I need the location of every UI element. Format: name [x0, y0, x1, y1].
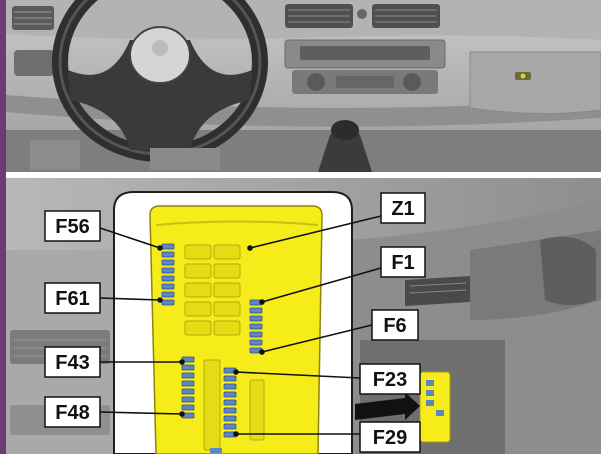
callout-f6: F6 [371, 309, 419, 341]
label-f48: F48 [55, 402, 89, 424]
label-f1: F1 [391, 252, 414, 274]
callout-f23: F23 [359, 363, 421, 395]
callout-f56: F56 [44, 210, 101, 242]
dashboard-view [6, 0, 601, 172]
fuse-box-small [419, 371, 451, 443]
location-arrow [355, 392, 420, 420]
leader-lines [99, 215, 382, 437]
label-f43: F43 [55, 352, 89, 374]
glovebox [469, 51, 601, 115]
gear-shifter [318, 120, 372, 172]
label-f6: F6 [383, 315, 406, 337]
relay-slots [184, 244, 265, 451]
fuse-column-left [161, 243, 175, 306]
left-air-vent [12, 6, 54, 30]
callout-f43: F43 [44, 346, 101, 378]
panel-divider [6, 172, 601, 178]
label-f61: F61 [55, 288, 89, 310]
fuse-column-right-lower [223, 367, 237, 438]
callout-f61: F61 [44, 282, 101, 314]
label-f23: F23 [373, 369, 407, 391]
center-air-vents [285, 4, 440, 28]
callout-f48: F48 [44, 396, 101, 428]
center-console-stack [284, 39, 446, 94]
callout-f1: F1 [380, 246, 426, 278]
callout-z1: Z1 [380, 192, 426, 224]
label-f56: F56 [55, 216, 89, 238]
right-air-vent [405, 276, 470, 306]
label-z1: Z1 [391, 198, 414, 220]
fuse-column-middle [181, 356, 195, 419]
callout-f29: F29 [359, 421, 421, 453]
label-f29: F29 [373, 427, 407, 449]
fuse-column-right-upper [249, 299, 263, 354]
